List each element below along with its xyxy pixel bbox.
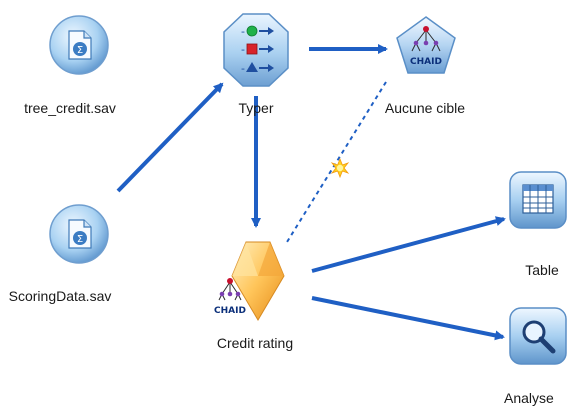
node-typer[interactable]: - - - Typer bbox=[200, 0, 320, 130]
link-credit-rating-to-table[interactable] bbox=[311, 216, 506, 273]
node-label: Credit rating bbox=[216, 335, 294, 351]
node-label: tree_credit.sav bbox=[24, 100, 116, 116]
statistics-file-icon: Σ bbox=[49, 15, 109, 75]
node-label: Typer bbox=[238, 100, 274, 116]
chaid-badge-text: CHAID bbox=[410, 57, 442, 67]
node-tree-credit-sav[interactable]: Σ tree_credit.sav bbox=[0, 0, 160, 130]
node-analyse[interactable]: Analyse bbox=[490, 294, 572, 408]
node-scoringdata-sav[interactable]: Σ ScoringData.sav bbox=[0, 190, 160, 330]
node-credit-rating[interactable]: CHAID Credit rating bbox=[180, 236, 330, 366]
svg-text:Σ: Σ bbox=[77, 234, 83, 245]
chaid-model-nugget-icon: CHAID bbox=[214, 241, 285, 321]
table-output-icon bbox=[509, 171, 567, 229]
chaid-badge-text: CHAID bbox=[214, 306, 246, 316]
svg-text:-: - bbox=[241, 25, 245, 38]
node-label: Table bbox=[525, 262, 559, 278]
statistics-file-icon: Σ bbox=[49, 204, 109, 264]
svg-text:Σ: Σ bbox=[77, 45, 83, 56]
node-aucune-cible[interactable]: CHAID Aucune cible bbox=[360, 0, 490, 130]
svg-text:-: - bbox=[241, 43, 245, 56]
link-scoringdata-to-typer[interactable] bbox=[116, 82, 224, 193]
node-label: Analyse bbox=[504, 390, 554, 406]
link-credit-rating-to-analyse[interactable] bbox=[311, 296, 505, 341]
type-node-icon: - - - bbox=[223, 13, 289, 87]
node-table[interactable]: Table bbox=[490, 160, 572, 290]
svg-text:-: - bbox=[241, 62, 245, 75]
node-label: ScoringData.sav bbox=[8, 288, 112, 304]
node-label: Aucune cible bbox=[384, 100, 466, 116]
model-generated-spark-icon bbox=[330, 157, 350, 179]
chaid-modeling-node-icon: CHAID bbox=[396, 16, 456, 74]
analysis-output-icon bbox=[509, 307, 567, 365]
